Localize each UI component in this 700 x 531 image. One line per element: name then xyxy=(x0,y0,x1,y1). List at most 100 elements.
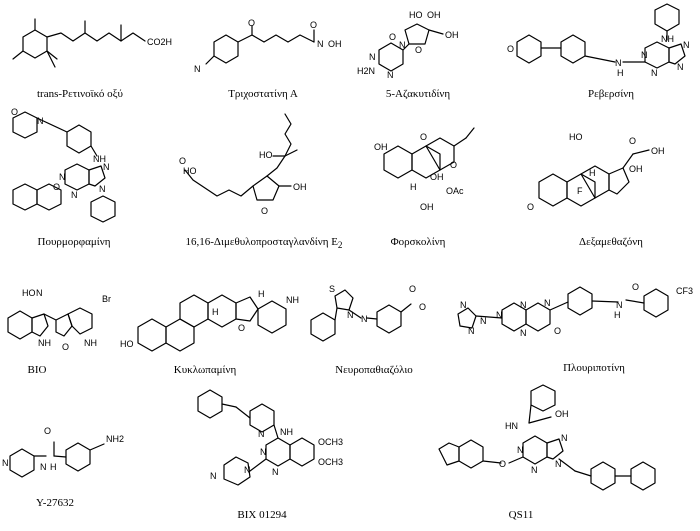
pluripotin-group-8: O xyxy=(632,282,639,292)
trichostatin-group-0: N xyxy=(194,64,201,74)
pge2-group-0: HO xyxy=(183,166,197,176)
retinoic-group-0: CO2H xyxy=(147,37,172,47)
label-purmorphamine: Πουρμορφαμίνη xyxy=(37,236,111,248)
pluripotin-group-3: N xyxy=(496,310,503,320)
cyclopamine-group-3: H xyxy=(212,307,219,317)
reversine-group-7: O xyxy=(507,44,514,54)
structure-qs11: HN OH N N N N O xyxy=(438,384,656,491)
neuropathiazol-group-3: O xyxy=(409,284,416,294)
cyclopamine-group-2: NH xyxy=(286,295,299,305)
forskolin-group-6: H xyxy=(410,182,417,192)
azacytidine-group-1: OH xyxy=(427,10,441,20)
reversine-group-0: NH xyxy=(661,34,674,44)
label-5-azacytidine: 5-Αζακυτιδίνη xyxy=(385,88,451,100)
bix-group-2: N xyxy=(260,447,267,457)
bio-group-4: NH xyxy=(84,338,97,348)
structure-purmorphamine: O N NH N N N N O xyxy=(11,107,116,223)
bix-group-1: NH xyxy=(280,427,293,437)
pluripotin-group-5: N xyxy=(520,328,527,338)
purmorphamine-group-6: N xyxy=(99,184,106,194)
neuropathiazol-group-4: O xyxy=(419,302,426,312)
trichostatin-group-3: OH xyxy=(328,39,342,49)
azacytidine-group-8: H2N xyxy=(357,66,375,76)
cyclopamine-group-4: H xyxy=(258,289,265,299)
label-cyclopamine: Κυκλωπαμίνη xyxy=(173,364,237,376)
structure-dexamethasone: HO O OH OH O F H xyxy=(527,132,665,212)
bix-group-4: N xyxy=(244,465,251,475)
reversine-group-6: H xyxy=(617,68,624,78)
pluripotin-group-4: N xyxy=(520,300,527,310)
label-retinoic-acid: trans-Ρετινοϊκό οξύ xyxy=(37,88,123,100)
y27632-group-4: H xyxy=(50,462,57,472)
qs11-group-1: OH xyxy=(555,409,569,419)
pluripotin-group-2: N xyxy=(480,316,487,326)
azacytidine-group-6: OH xyxy=(445,30,459,40)
bio-group-1: N xyxy=(36,288,43,298)
label-dimethylprostaglandin-sub: 2 xyxy=(337,240,343,251)
forskolin-group-5: OH xyxy=(420,202,434,212)
dexamethasone-group-3: OH xyxy=(629,164,643,174)
bio-group-5: O xyxy=(62,342,69,352)
structure-cyclopamine: HO O NH H H xyxy=(120,289,299,352)
bix-group-3: N xyxy=(272,467,279,477)
bix-group-5: N xyxy=(210,471,217,481)
label-bio: BIO xyxy=(27,364,47,376)
azacytidine-group-4: O xyxy=(389,32,396,42)
y27632-group-0: O xyxy=(44,426,51,436)
y27632-group-1: NH2 xyxy=(106,434,124,444)
reversine-group-4: N xyxy=(677,62,684,72)
purmorphamine-group-3: N xyxy=(59,172,66,182)
azacytidine-group-3: N xyxy=(387,70,394,80)
qs11-group-4: N xyxy=(561,433,568,443)
reversine-group-3: N xyxy=(683,40,690,50)
structure-trichostatin-a: N O N OH O xyxy=(194,18,342,74)
purmorphamine-group-1: N xyxy=(37,116,44,126)
purmorphamine-group-0: O xyxy=(11,107,18,117)
azacytidine-group-7: N xyxy=(369,52,376,62)
pge2-group-4: O xyxy=(261,206,268,216)
pluripotin-group-0: N xyxy=(460,300,467,310)
qs11-group-0: HN xyxy=(505,421,518,431)
trichostatin-group-4: O xyxy=(310,20,317,30)
y27632-group-3: N xyxy=(40,462,47,472)
cyclopamine-group-1: O xyxy=(238,323,245,333)
bio-group-0: HO xyxy=(22,288,36,298)
bix-group-0: N xyxy=(258,429,265,439)
neuropathiazol-group-1: N xyxy=(347,310,354,320)
pge2-group-3: OH xyxy=(293,182,307,192)
qs11-group-5: N xyxy=(555,459,562,469)
neuropathiazol-group-2: N xyxy=(361,314,368,324)
dexamethasone-group-0: HO xyxy=(569,132,583,142)
label-dexamethasone: Δεξαμεθαζόνη xyxy=(579,236,643,248)
structure-5-azacytidine: HO OH N N O O OH N H2N xyxy=(357,10,459,80)
label-dimethylprostaglandin-main: 16,16-Διμεθυλοπροσταγλανδίνη E xyxy=(185,236,338,248)
pluripotin-group-1: N xyxy=(468,326,475,336)
reversine-group-2: N xyxy=(651,68,658,78)
trichostatin-group-2: N xyxy=(317,39,324,49)
label-forskolin: Φορσκολίνη xyxy=(390,236,446,248)
reversine-group-5: N xyxy=(615,58,622,68)
bio-group-3: NH xyxy=(38,338,51,348)
purmorphamine-group-7: O xyxy=(53,182,60,192)
label-trichostatin-a: Τριχοστατίνη Α xyxy=(228,88,298,100)
dexamethasone-group-5: F xyxy=(577,186,583,196)
forskolin-group-1: OH xyxy=(374,142,388,152)
label-qs11: QS11 xyxy=(508,509,534,521)
pluripotin-group-10: CF3 xyxy=(676,286,693,296)
pge2-group-2: O xyxy=(179,156,186,166)
structure-forskolin: O OH O OH OAc OH H xyxy=(374,127,475,212)
forskolin-group-0: O xyxy=(420,132,427,142)
azacytidine-group-2: N xyxy=(399,40,406,50)
forskolin-group-2: O xyxy=(450,160,457,170)
qs11-group-3: N xyxy=(531,465,538,475)
dexamethasone-group-1: O xyxy=(629,136,636,146)
trichostatin-group-1: O xyxy=(248,18,255,28)
purmorphamine-group-5: N xyxy=(103,162,110,172)
structure-pluripotin: N N N N N N O N O N CF3 H xyxy=(457,282,693,338)
label-bix-01294: BIX 01294 xyxy=(237,509,287,521)
structure-retinoic-acid: CO2H xyxy=(12,18,172,68)
structure-neuropathiazol: S N N O O xyxy=(310,284,426,342)
label-dimethylprostaglandin-e2: 16,16-Διμεθυλοπροσταγλανδίνη E2 xyxy=(185,236,342,250)
azacytidine-group-5: O xyxy=(415,45,422,55)
